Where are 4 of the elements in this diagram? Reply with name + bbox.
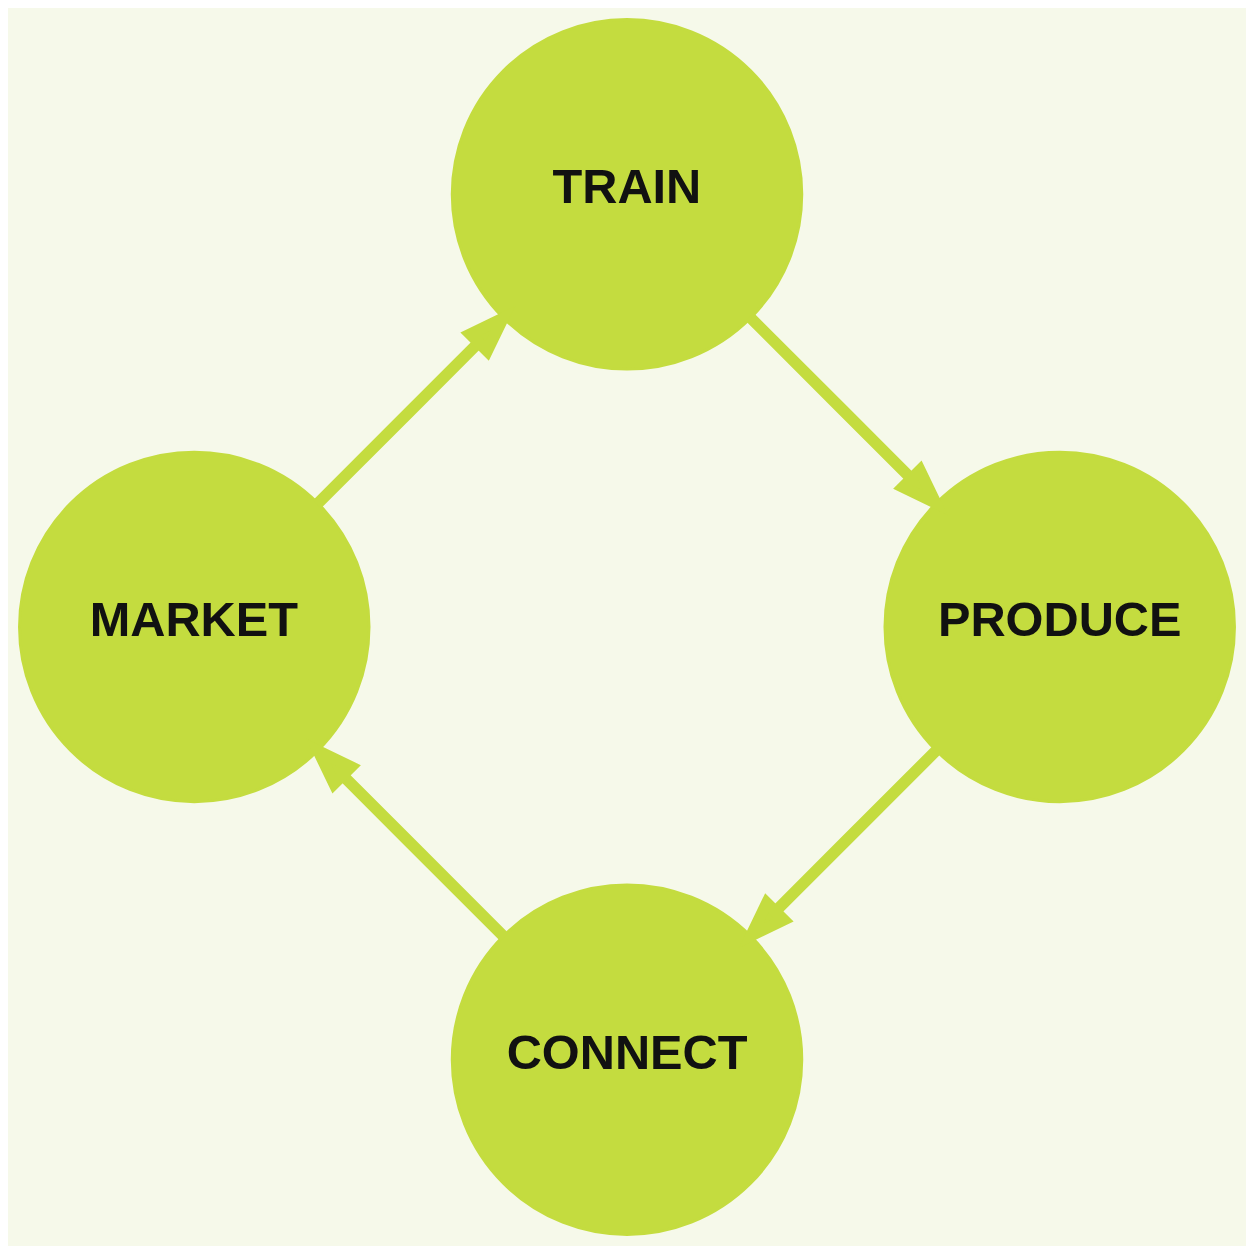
node-circle: PRODUCE (883, 450, 1236, 804)
node-circle: TRAIN (450, 18, 804, 371)
node-circle: MARKET (18, 450, 371, 804)
node-circle: CONNECT (450, 883, 804, 1236)
